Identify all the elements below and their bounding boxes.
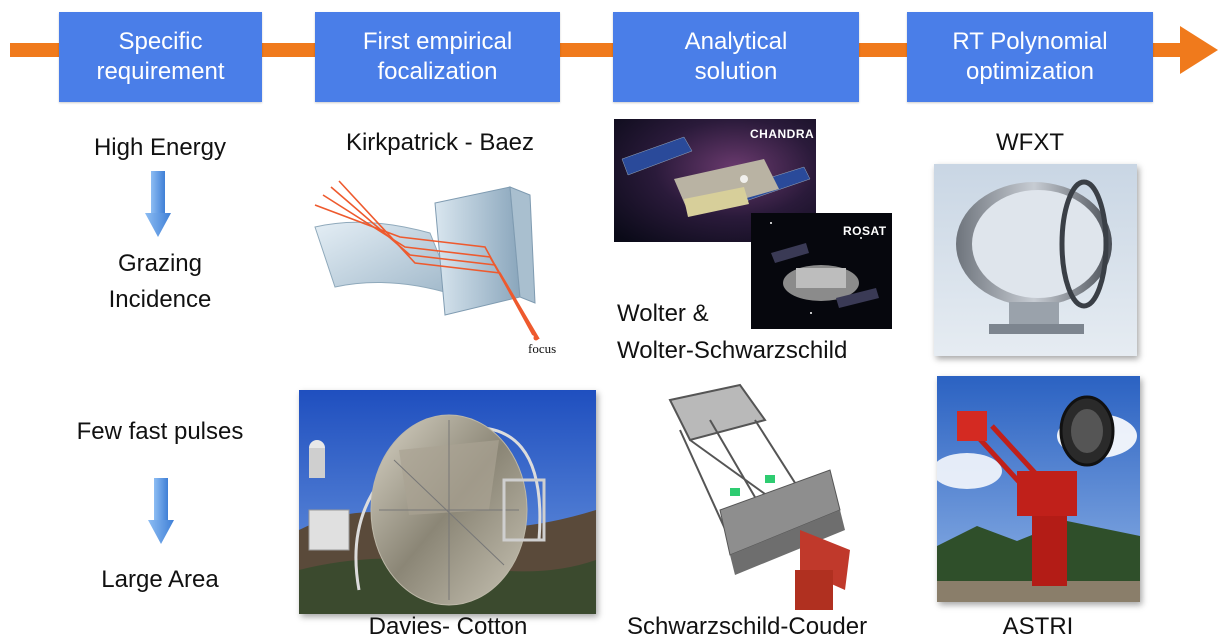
down-arrow-icon bbox=[145, 171, 171, 237]
schwarzschild-couder-label: Schwarzschild-Couder bbox=[627, 613, 868, 640]
focus-label: focus bbox=[528, 341, 557, 356]
wfxt-label: WFXT bbox=[996, 129, 1064, 156]
header-specific-requirement: Specific requirement bbox=[59, 12, 262, 102]
wolter-label: Wolter & Wolter-Schwarzschild bbox=[617, 300, 848, 364]
rosat-label: ROSAT bbox=[843, 224, 887, 238]
rosat-image bbox=[751, 213, 892, 329]
astri-telescope-image bbox=[937, 376, 1140, 602]
timeline-arrow-head-icon bbox=[1180, 26, 1218, 74]
requirement-large-area: Large Area bbox=[101, 566, 219, 593]
timeline-arrow-line bbox=[10, 43, 1185, 57]
kirkpatrick-baez-label: Kirkpatrick - Baez bbox=[345, 129, 535, 156]
requirement-few-fast-pulses: Few fast pulses bbox=[76, 418, 244, 445]
wfxt-mirror-image bbox=[934, 164, 1137, 356]
requirement-high-energy: High Energy bbox=[93, 134, 227, 161]
astri-label: ASTRI bbox=[1002, 613, 1074, 640]
davies-cotton-label: Davies- Cotton bbox=[368, 613, 528, 640]
requirement-grazing-incidence: Grazing Incidence bbox=[108, 250, 212, 313]
chandra-label: CHANDRA bbox=[750, 127, 815, 141]
schwarzschild-couder-telescope-image bbox=[668, 383, 850, 610]
header-rt-polynomial-optimization: RT Polynomial optimization bbox=[907, 12, 1153, 102]
down-arrow-icon bbox=[148, 478, 174, 544]
header-first-empirical-focalization: First empirical focalization bbox=[315, 12, 560, 102]
header-analytical-solution: Analytical solution bbox=[613, 12, 859, 102]
davies-cotton-telescope-image bbox=[299, 390, 596, 614]
kirkpatrick-baez-diagram bbox=[314, 180, 540, 341]
